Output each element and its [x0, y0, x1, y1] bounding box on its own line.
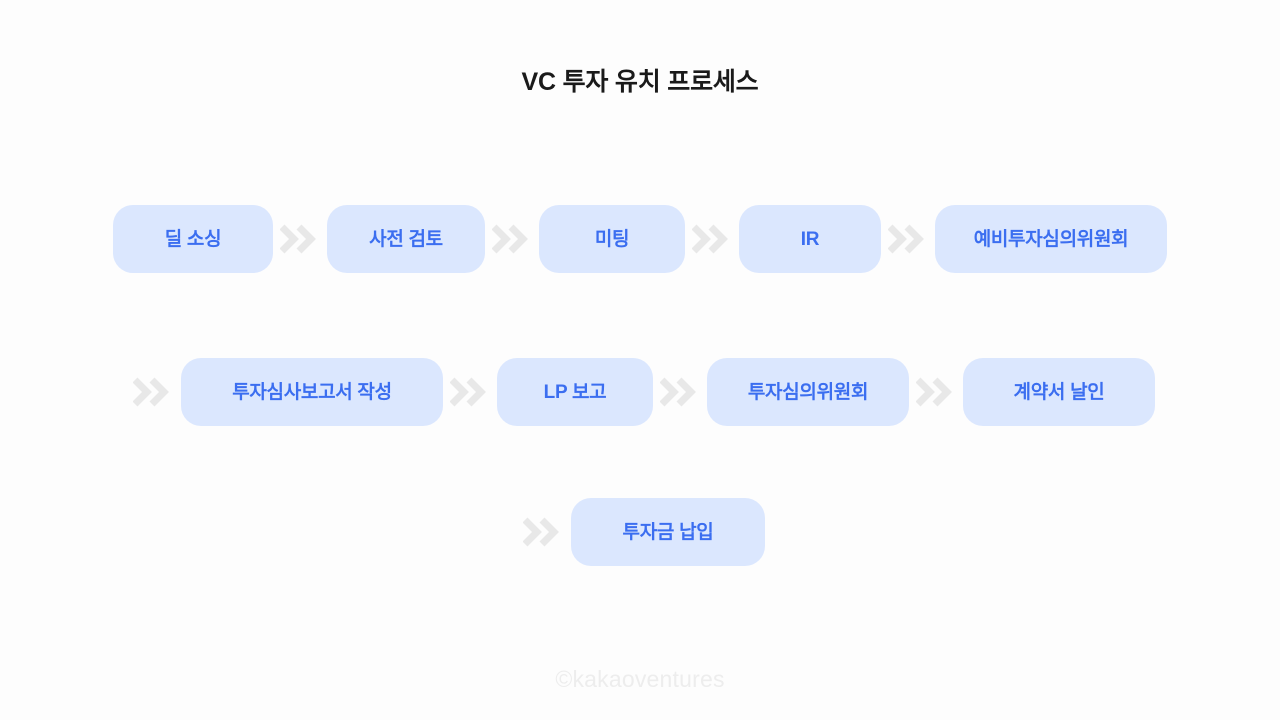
watermark: ©kakaoventures	[555, 666, 725, 692]
page-title: VC 투자 유치 프로세스	[521, 68, 759, 96]
double-chevron-right-icon	[881, 216, 935, 262]
double-chevron-right-icon	[485, 216, 539, 262]
step-label: 사전 검토	[369, 228, 443, 250]
step-label: 예비투자심의위원회	[973, 228, 1129, 250]
process-row-1: 딜 소싱 사전 검토 미팅 IR	[0, 205, 1280, 273]
step-label: 미팅	[594, 228, 630, 250]
double-chevron-right-icon	[515, 509, 571, 555]
step-label: 투자금 납입	[622, 521, 714, 543]
process-row-3: 투자금 납입	[0, 498, 1280, 566]
double-chevron-right-icon	[273, 216, 327, 262]
double-chevron-right-icon	[653, 369, 707, 415]
process-step-preliminary-review[interactable]: 사전 검토	[327, 205, 485, 273]
step-label: LP 보고	[543, 381, 607, 403]
process-step-ir[interactable]: IR	[739, 205, 881, 273]
process-row-2: 투자심사보고서 작성 LP 보고 투자심의위원회	[0, 358, 1280, 426]
double-chevron-right-icon	[125, 369, 181, 415]
double-chevron-right-icon	[443, 369, 497, 415]
process-step-deal-sourcing[interactable]: 딜 소싱	[113, 205, 273, 273]
process-step-preliminary-investment-committee[interactable]: 예비투자심의위원회	[935, 205, 1167, 273]
process-step-investment-payment[interactable]: 투자금 납입	[571, 498, 765, 566]
double-chevron-right-icon	[685, 216, 739, 262]
process-step-lp-report[interactable]: LP 보고	[497, 358, 653, 426]
step-label: IR	[800, 228, 820, 250]
process-step-contract-signing[interactable]: 계약서 날인	[963, 358, 1155, 426]
step-label: 투자심의위원회	[747, 381, 869, 403]
step-label: 투자심사보고서 작성	[232, 381, 392, 403]
step-label: 계약서 날인	[1013, 381, 1105, 403]
step-label: 딜 소싱	[164, 228, 222, 250]
process-step-investment-review-report[interactable]: 투자심사보고서 작성	[181, 358, 443, 426]
double-chevron-right-icon	[909, 369, 963, 415]
process-step-investment-committee[interactable]: 투자심의위원회	[707, 358, 909, 426]
process-step-meeting[interactable]: 미팅	[539, 205, 685, 273]
